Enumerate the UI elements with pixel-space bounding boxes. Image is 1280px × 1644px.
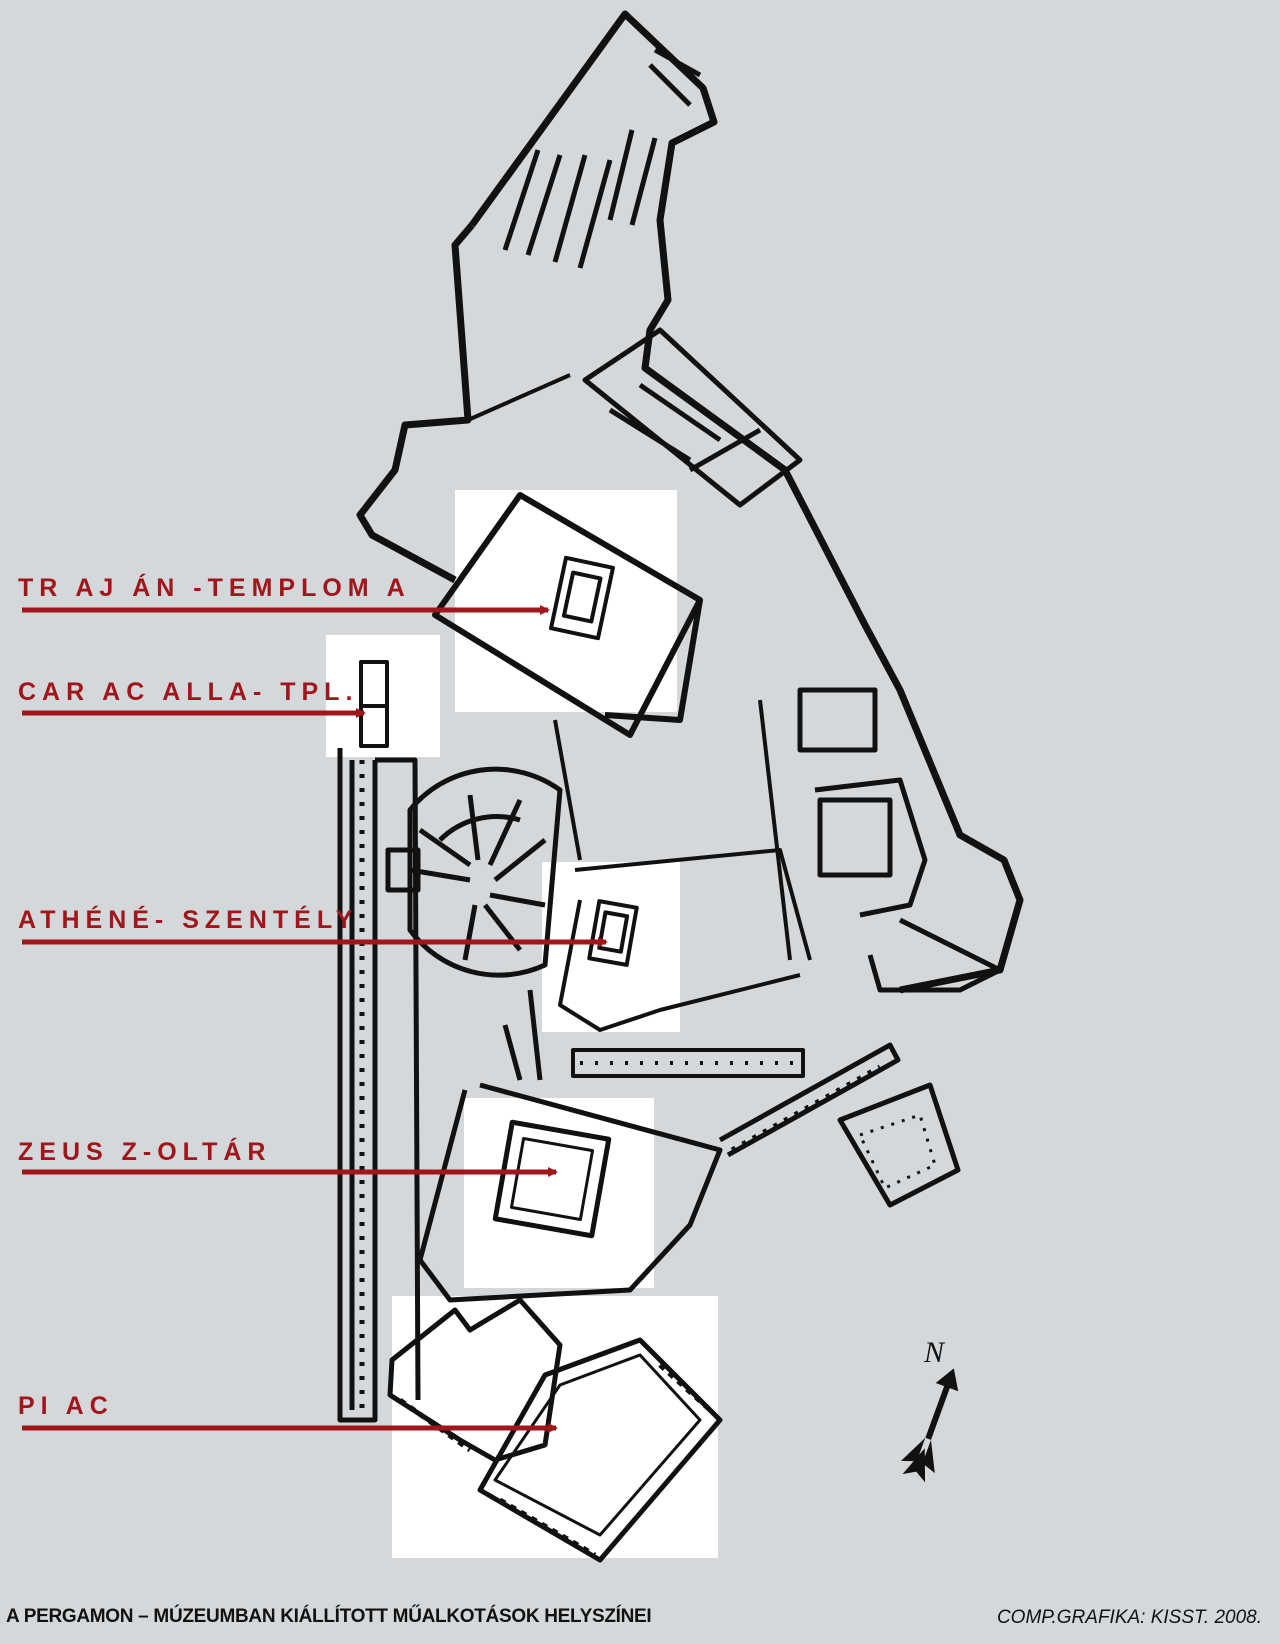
arsenal-wall <box>469 10 1024 994</box>
label-piac: PI AC <box>18 1392 114 1420</box>
theatre <box>385 766 563 978</box>
north-fortification <box>356 222 475 584</box>
label-caracalla: CAR AC ALLA- TPL. <box>18 678 359 706</box>
arsenal-inner <box>467 373 571 422</box>
arsenal-storehouses <box>502 47 702 269</box>
label-athene: ATHÉNÉ- SZENTÉLY <box>18 906 359 934</box>
caracalla-temple <box>359 660 389 748</box>
agora <box>387 1297 723 1563</box>
label-trajan: TR AJ ÁN -TEMPLOM A <box>18 574 411 602</box>
theatre-terrace <box>337 748 421 1423</box>
east-building <box>837 1082 961 1208</box>
site-plan-map <box>22 10 1024 1563</box>
athene-temple <box>587 899 639 967</box>
highlight-boxes <box>326 490 718 1558</box>
north-label: N <box>924 1336 945 1369</box>
north-arrow-icon <box>900 1368 959 1483</box>
diagonal-stoa <box>718 1042 901 1158</box>
map-caption: A PERGAMON – MÚZEUMBAN KIÁLLÍTOTT MŰALKO… <box>6 1606 652 1627</box>
central-walls <box>553 699 812 1032</box>
east-palaces <box>797 687 1003 993</box>
pointer-arrows <box>22 605 608 1433</box>
trajan-temple <box>549 555 615 641</box>
plan-outlines <box>337 10 1024 1563</box>
long-stoa <box>571 1048 805 1078</box>
trajan-terrace <box>432 492 703 738</box>
highlight-athene <box>542 862 680 1032</box>
label-zeusz: ZEUS Z-OLTÁR <box>18 1138 272 1166</box>
highlight-caracalla <box>326 635 440 757</box>
map-credit: COMP.GRAFIKA: KISST. 2008. <box>996 1607 1262 1628</box>
zeusz-terrace <box>417 989 723 1303</box>
palace-complex <box>582 327 803 508</box>
